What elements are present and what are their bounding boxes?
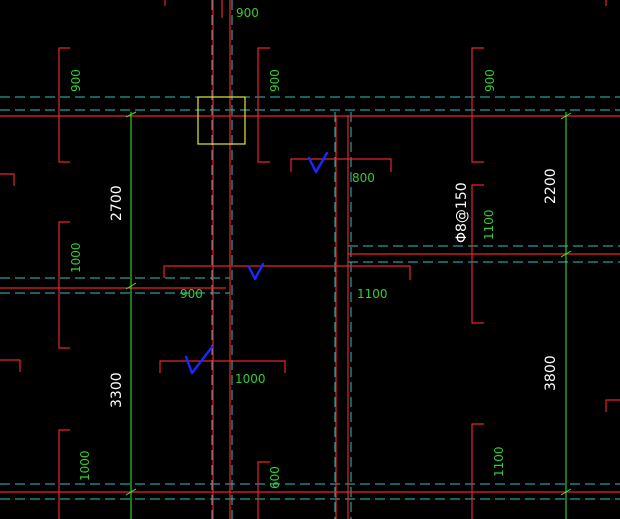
rebar-spec-label: Φ8@150 (454, 182, 470, 243)
length-label: 1000 (78, 450, 92, 481)
check-mark-icon (184, 345, 214, 375)
length-label: 900 (69, 69, 83, 92)
length-label: 900 (483, 69, 497, 92)
dimension-lines (125, 111, 572, 519)
length-label: 900 (268, 69, 282, 92)
selection-box-icon[interactable] (197, 96, 246, 145)
length-label: 600 (268, 466, 282, 489)
length-label: 1000 (235, 372, 266, 386)
length-label: 1100 (482, 209, 496, 240)
dimension-3300: 3300 (109, 372, 125, 408)
length-label: 1000 (69, 242, 83, 273)
length-label: 1100 (357, 287, 388, 301)
length-label: 800 (352, 171, 375, 185)
check-mark-icon (247, 262, 265, 281)
length-label: 1100 (492, 446, 506, 477)
check-mark-icon (307, 151, 329, 174)
length-label: 900 (180, 287, 203, 301)
length-label: 900 (236, 6, 259, 20)
dimension-3800: 3800 (543, 355, 559, 391)
dimension-2700: 2700 (109, 185, 125, 221)
dimension-2200: 2200 (543, 168, 559, 204)
